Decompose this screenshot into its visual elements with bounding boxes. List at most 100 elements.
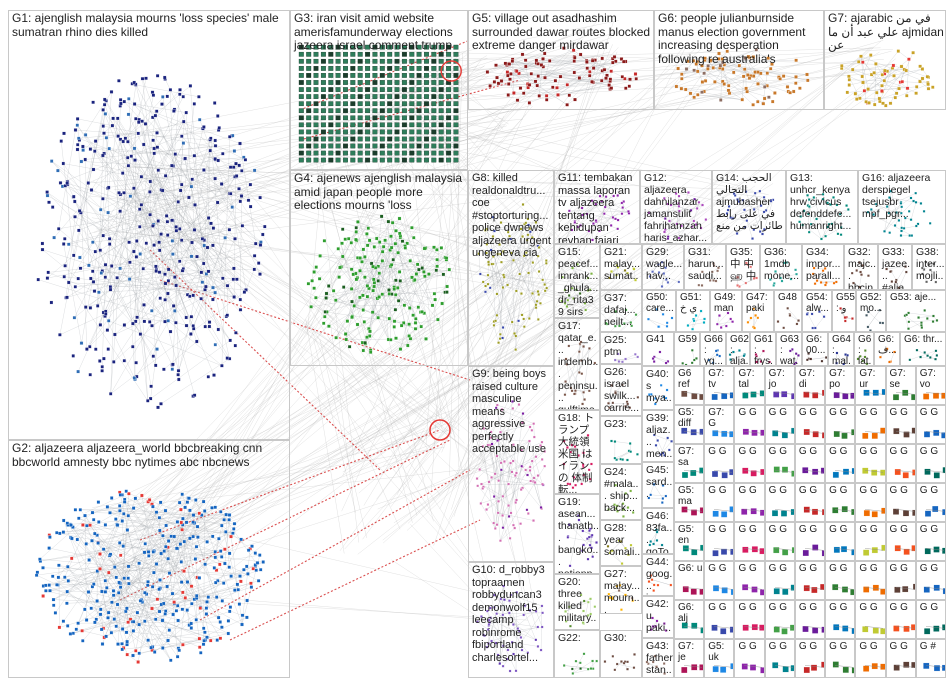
node-icon — [178, 88, 181, 91]
node-icon — [454, 94, 459, 98]
node-icon — [508, 62, 511, 65]
edge-line — [75, 271, 208, 286]
node-icon — [186, 580, 189, 583]
node-icon — [343, 80, 348, 84]
node-icon — [121, 627, 124, 630]
node-icon — [209, 149, 212, 152]
node-icon — [258, 554, 261, 557]
node-icon — [117, 191, 120, 194]
node-icon — [635, 77, 638, 80]
node-icon — [173, 276, 176, 279]
node-icon — [137, 121, 140, 124]
node-icon — [794, 75, 797, 78]
edge-line — [65, 114, 105, 266]
node-icon — [554, 79, 557, 82]
node-icon — [158, 249, 161, 252]
node-icon — [198, 512, 201, 515]
node-icon — [193, 154, 196, 157]
tile-group-panel: G G — [916, 600, 946, 639]
node-icon — [388, 292, 391, 295]
node-icon — [158, 578, 161, 581]
node-icon — [218, 126, 221, 129]
node-icon — [214, 550, 217, 553]
node-icon — [919, 356, 921, 358]
node-icon — [610, 87, 613, 90]
node-icon — [881, 73, 884, 76]
node-icon — [347, 237, 350, 240]
group-g42-label: G42: u paki... — [646, 598, 673, 638]
node-icon — [112, 594, 115, 597]
node-icon — [181, 528, 184, 531]
node-icon — [657, 326, 659, 328]
node-icon — [731, 321, 733, 323]
node-icon — [454, 52, 459, 56]
node-icon — [446, 123, 451, 127]
node-icon — [499, 338, 501, 340]
node-icon — [94, 250, 97, 253]
node-icon — [110, 264, 113, 267]
node-icon — [306, 52, 311, 56]
node-icon — [591, 59, 594, 62]
node-icon — [169, 88, 172, 91]
edge-line — [500, 441, 529, 541]
node-icon — [176, 520, 179, 523]
node-icon — [420, 310, 423, 313]
node-icon — [315, 266, 318, 269]
node-icon — [498, 480, 500, 482]
node-icon — [150, 309, 153, 312]
node-icon — [683, 586, 689, 592]
node-icon — [413, 278, 416, 281]
node-icon — [91, 241, 94, 244]
node-icon — [761, 233, 763, 235]
tile-group-label: G G — [799, 563, 817, 574]
node-icon — [343, 158, 348, 162]
group-g21-panel: G21: malay... sumat... rhino... — [600, 244, 642, 290]
node-icon — [626, 668, 628, 670]
node-icon — [165, 214, 168, 217]
node-icon — [161, 534, 164, 537]
node-icon — [126, 156, 129, 159]
node-icon — [227, 632, 230, 635]
group-g22-label: G22: — [558, 632, 581, 644]
node-icon — [336, 59, 341, 63]
node-icon — [131, 654, 134, 657]
node-icon — [924, 628, 930, 634]
node-icon — [103, 103, 106, 106]
node-icon — [902, 472, 908, 478]
node-icon — [382, 245, 385, 248]
node-icon — [446, 158, 451, 162]
node-icon — [491, 263, 493, 265]
node-icon — [424, 337, 427, 340]
node-icon — [919, 65, 922, 68]
group-g35-panel: G35: 中 中 ஹ 中 — [726, 244, 760, 290]
node-icon — [181, 643, 184, 646]
node-icon — [773, 547, 779, 553]
node-icon — [343, 66, 348, 70]
node-icon — [933, 430, 939, 436]
node-icon — [713, 511, 719, 517]
node-icon — [121, 648, 124, 651]
node-icon — [372, 278, 375, 281]
node-icon — [314, 151, 319, 155]
node-icon — [85, 524, 88, 527]
node-icon — [782, 549, 788, 555]
node-icon — [536, 300, 538, 302]
node-icon — [863, 433, 869, 439]
node-icon — [52, 604, 55, 607]
node-icon — [358, 59, 363, 63]
edge-line — [391, 340, 408, 346]
node-icon — [507, 504, 509, 506]
node-icon — [863, 550, 869, 556]
node-icon — [193, 228, 196, 231]
tile-group-label: G6: u — [678, 563, 702, 574]
node-icon — [864, 510, 870, 516]
edge-line — [573, 654, 584, 674]
node-icon — [205, 612, 208, 615]
node-icon — [178, 93, 181, 96]
node-icon — [482, 281, 484, 283]
node-icon — [223, 518, 226, 521]
group-g6-label: G6: people julianburnside manus election… — [658, 12, 823, 66]
node-icon — [535, 456, 537, 458]
group-g53-panel: G53: aje... — [886, 290, 946, 332]
node-icon — [336, 102, 341, 106]
